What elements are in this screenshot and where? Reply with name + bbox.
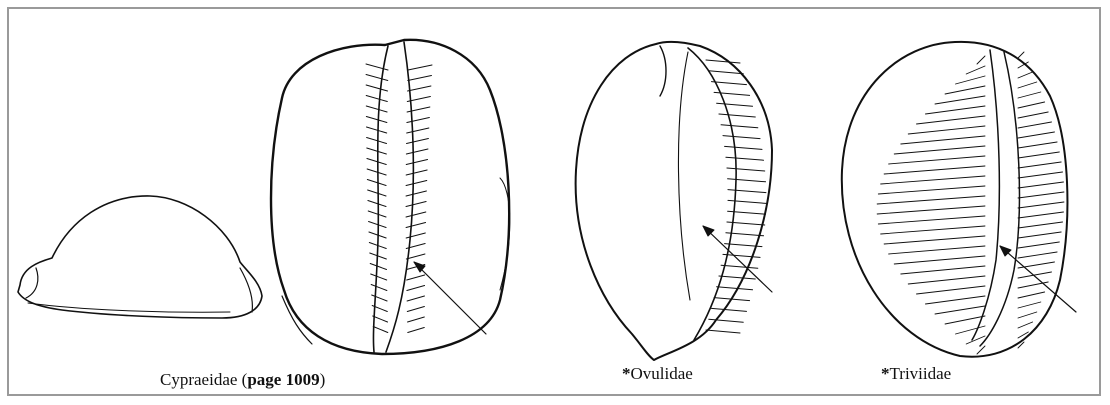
family-name-cypraeidae: Cypraeidae	[160, 370, 237, 389]
asterisk-marker: *	[622, 364, 631, 383]
caption-ovulidae: *Ovulidae	[622, 364, 693, 384]
cypraeidae-side-view-drawing	[18, 196, 262, 318]
caption-cypraeidae: Cypraeidae (page 1009)	[160, 370, 325, 390]
page-ref-open: (	[237, 370, 247, 389]
page-reference: page 1009	[247, 370, 319, 389]
family-name-ovulidae: Ovulidae	[631, 364, 693, 383]
cypraeidae-ventral-view-drawing	[271, 40, 510, 354]
ovulidae-drawing	[576, 42, 772, 360]
triviidae-drawing	[842, 42, 1076, 357]
page-ref-close: )	[320, 370, 326, 389]
asterisk-marker: *	[881, 364, 890, 383]
caption-triviidae: *Triviidae	[881, 364, 951, 384]
family-name-triviidae: Triviidae	[890, 364, 952, 383]
